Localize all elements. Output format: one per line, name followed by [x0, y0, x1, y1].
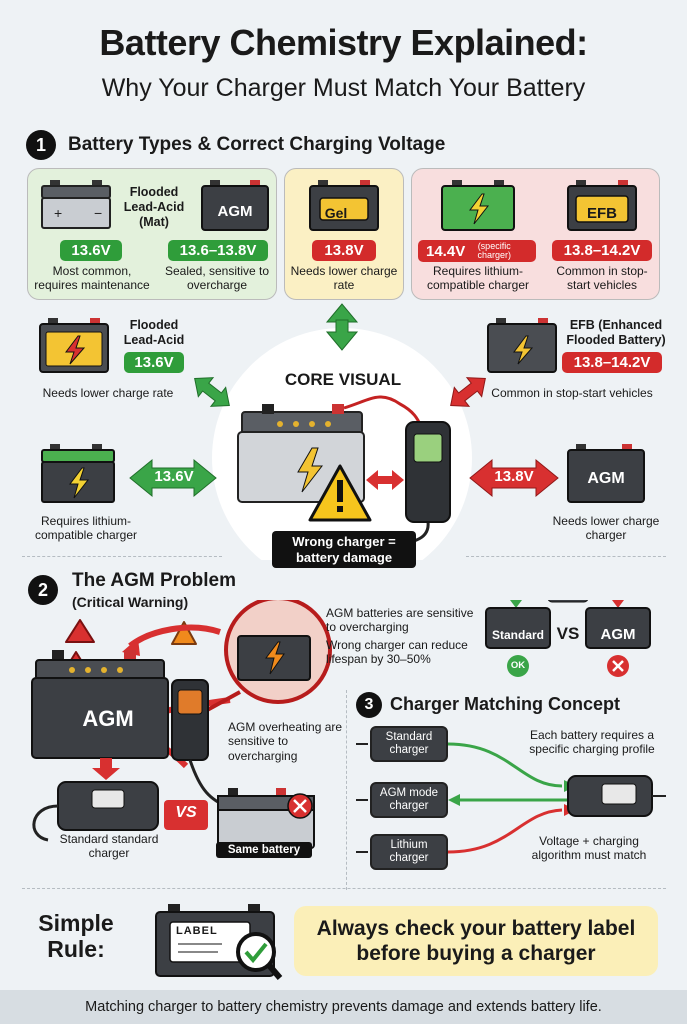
- charger-agm-mode: AGM mode charger: [370, 782, 448, 818]
- core-efb-title: EFB (Enhanced Flooded Battery): [566, 318, 666, 347]
- label-tag-text: LABEL: [176, 925, 218, 937]
- core-efb-desc: Common in stop-start vehicles: [491, 386, 653, 400]
- simple-rule-text: Always check your battery label before b…: [294, 906, 658, 976]
- core-visual-label: CORE VISUAL: [284, 370, 402, 389]
- voltage-badge-14-4: 14.4V (specific charger): [418, 240, 536, 262]
- agm-battery-text: AGM: [217, 203, 253, 220]
- voltage-14-4-value: 14.4V: [426, 242, 466, 260]
- agm-callout-1: AGM batteries are sensitive to overcharg…: [326, 606, 474, 635]
- compare-standard: Standard: [491, 628, 544, 642]
- section-2-graphics: [31, 600, 651, 849]
- core-lithium-desc: Requires lithium-compatible charger: [34, 514, 138, 543]
- section-1-number: 1: [26, 130, 56, 160]
- core-graphics: [39, 303, 645, 560]
- agm-callout-2: Wrong charger can reduce lifespan by 30–…: [326, 638, 468, 667]
- gel-battery-text: Gel: [324, 205, 348, 221]
- section-1-title: Battery Types & Correct Charging Voltage: [68, 134, 446, 155]
- flooded-mat-label: Flooded Lead-Acid (Mat): [123, 185, 185, 229]
- same-battery-label: Same battery: [216, 842, 312, 858]
- simple-rule-label: Simple Rule:: [38, 910, 114, 963]
- core-agm-battery-text: AGM: [587, 470, 625, 487]
- standard-charger-label: Standard standard charger: [59, 832, 159, 861]
- page-title: Battery Chemistry Explained:: [99, 22, 588, 63]
- flooded-desc: Most common, requires maintenance: [34, 264, 150, 293]
- charger-lithium: Lithium charger: [370, 834, 448, 870]
- core-efb-voltage: 13.8–14.2V: [562, 352, 662, 373]
- label-battery-icon: [155, 904, 283, 980]
- agm-battery-icon: [201, 180, 269, 231]
- footer-text: Matching charger to battery chemistry pr…: [0, 990, 687, 1024]
- section-2-vs: VS: [175, 804, 197, 821]
- efb-desc: Common in stop-start vehicles: [556, 264, 648, 293]
- gel-battery-icon: [309, 180, 379, 231]
- section-2-number: 2: [28, 575, 58, 605]
- lithium-battery-icon: [441, 180, 515, 231]
- flooded-battery-icon: + −: [41, 180, 111, 229]
- voltage-14-4-note: (specific charger): [477, 241, 511, 260]
- section-3-title: Charger Matching Concept: [390, 694, 621, 714]
- core-flooded-desc: Needs lower charge rate: [42, 386, 174, 400]
- divider-right: [466, 556, 666, 557]
- compare-ok: OK: [510, 660, 526, 671]
- divider-vertical: [346, 690, 347, 890]
- agm-big-battery-text: AGM: [82, 706, 134, 731]
- divider-bottom: [22, 888, 666, 889]
- core-flooded-voltage: 13.6V: [124, 352, 184, 373]
- svg-text:−: −: [94, 205, 102, 221]
- section-2-title: The AGM Problem: [72, 570, 236, 591]
- core-flooded-title: Flooded Lead-Acid: [123, 318, 185, 347]
- svg-text:+: +: [54, 205, 62, 221]
- voltage-badge-13-6: 13.6V: [60, 240, 122, 261]
- gel-desc: Needs lower charge rate: [290, 264, 398, 293]
- compare-agm: AGM: [600, 626, 636, 643]
- efb-battery-icon: [567, 180, 637, 231]
- section-3-number: 3: [356, 692, 382, 718]
- compare-vs: VS: [556, 624, 580, 643]
- voltage-badge-13-6-13-8: 13.6–13.8V: [168, 240, 268, 261]
- section-3-note-top: Each battery requires a specific chargin…: [529, 728, 655, 757]
- efb-battery-text: EFB: [587, 205, 617, 222]
- section-2-subtitle: (Critical Warning): [72, 594, 189, 610]
- charger-standard: Standard charger: [370, 726, 448, 762]
- divider-left: [22, 556, 222, 557]
- core-arrow-13-6: 13.6V: [154, 468, 194, 485]
- core-arrow-13-8: 13.8V: [494, 468, 534, 485]
- wrong-charger-warning: Wrong charger = battery damage: [272, 531, 416, 569]
- lithium-desc: Requires lithium-compatible charger: [426, 264, 530, 293]
- section-3-note-bottom: Voltage + charging algorithm must match: [531, 834, 647, 863]
- agm-overheat-note: AGM overheating are sensitive to overcha…: [228, 720, 343, 763]
- section-3-graphics: [356, 742, 666, 854]
- core-agm-desc: Needs lower charge charger: [552, 514, 660, 543]
- page-subtitle: Why Your Charger Must Match Your Battery: [101, 74, 586, 102]
- voltage-badge-13-8-14-2: 13.8–14.2V: [552, 240, 652, 261]
- agm-desc: Sealed, sensitive to overcharge: [164, 264, 270, 293]
- voltage-badge-13-8: 13.8V: [312, 240, 376, 261]
